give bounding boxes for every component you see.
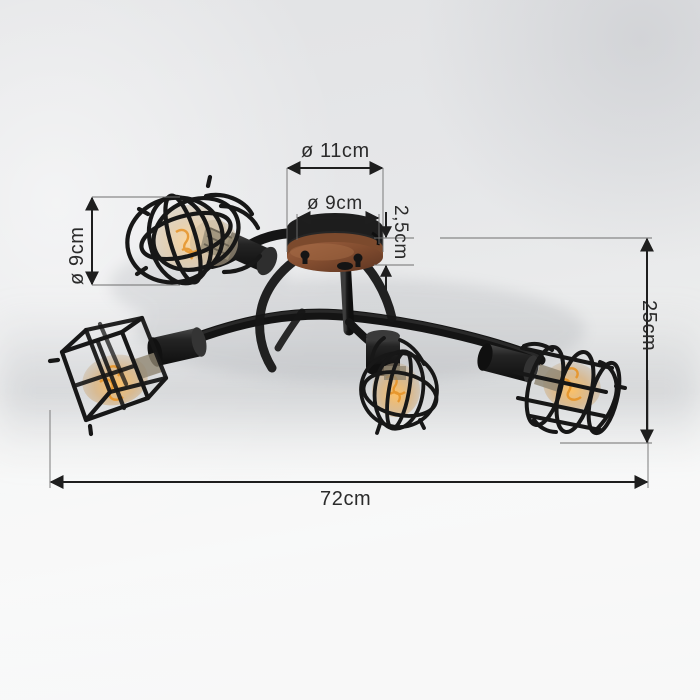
lamp-shade-right bbox=[477, 341, 627, 436]
dimension-arrows bbox=[49, 161, 654, 489]
dimension-label-total-height: 25cm bbox=[638, 300, 660, 352]
dimension-label-canopy-inner-diameter: ø 9cm bbox=[307, 193, 363, 214]
extension-lines bbox=[49, 168, 652, 488]
filament-upper-left bbox=[175, 228, 199, 260]
lamp-shade-center bbox=[359, 330, 439, 435]
dimension-label-canopy-height: 2,5cm bbox=[390, 205, 411, 260]
background-shade-corner bbox=[420, 0, 700, 259]
dimension-label-canopy-outer-diameter: ø 11cm bbox=[301, 140, 370, 162]
dimension-label-total-width: 72cm bbox=[320, 488, 372, 510]
dimension-label-shade-diameter: ø 9cm bbox=[66, 226, 88, 285]
cage-lower-left bbox=[47, 315, 169, 437]
cage-center bbox=[359, 336, 439, 435]
lamp-shade-lower-left bbox=[47, 315, 207, 437]
cage-right bbox=[512, 341, 627, 436]
